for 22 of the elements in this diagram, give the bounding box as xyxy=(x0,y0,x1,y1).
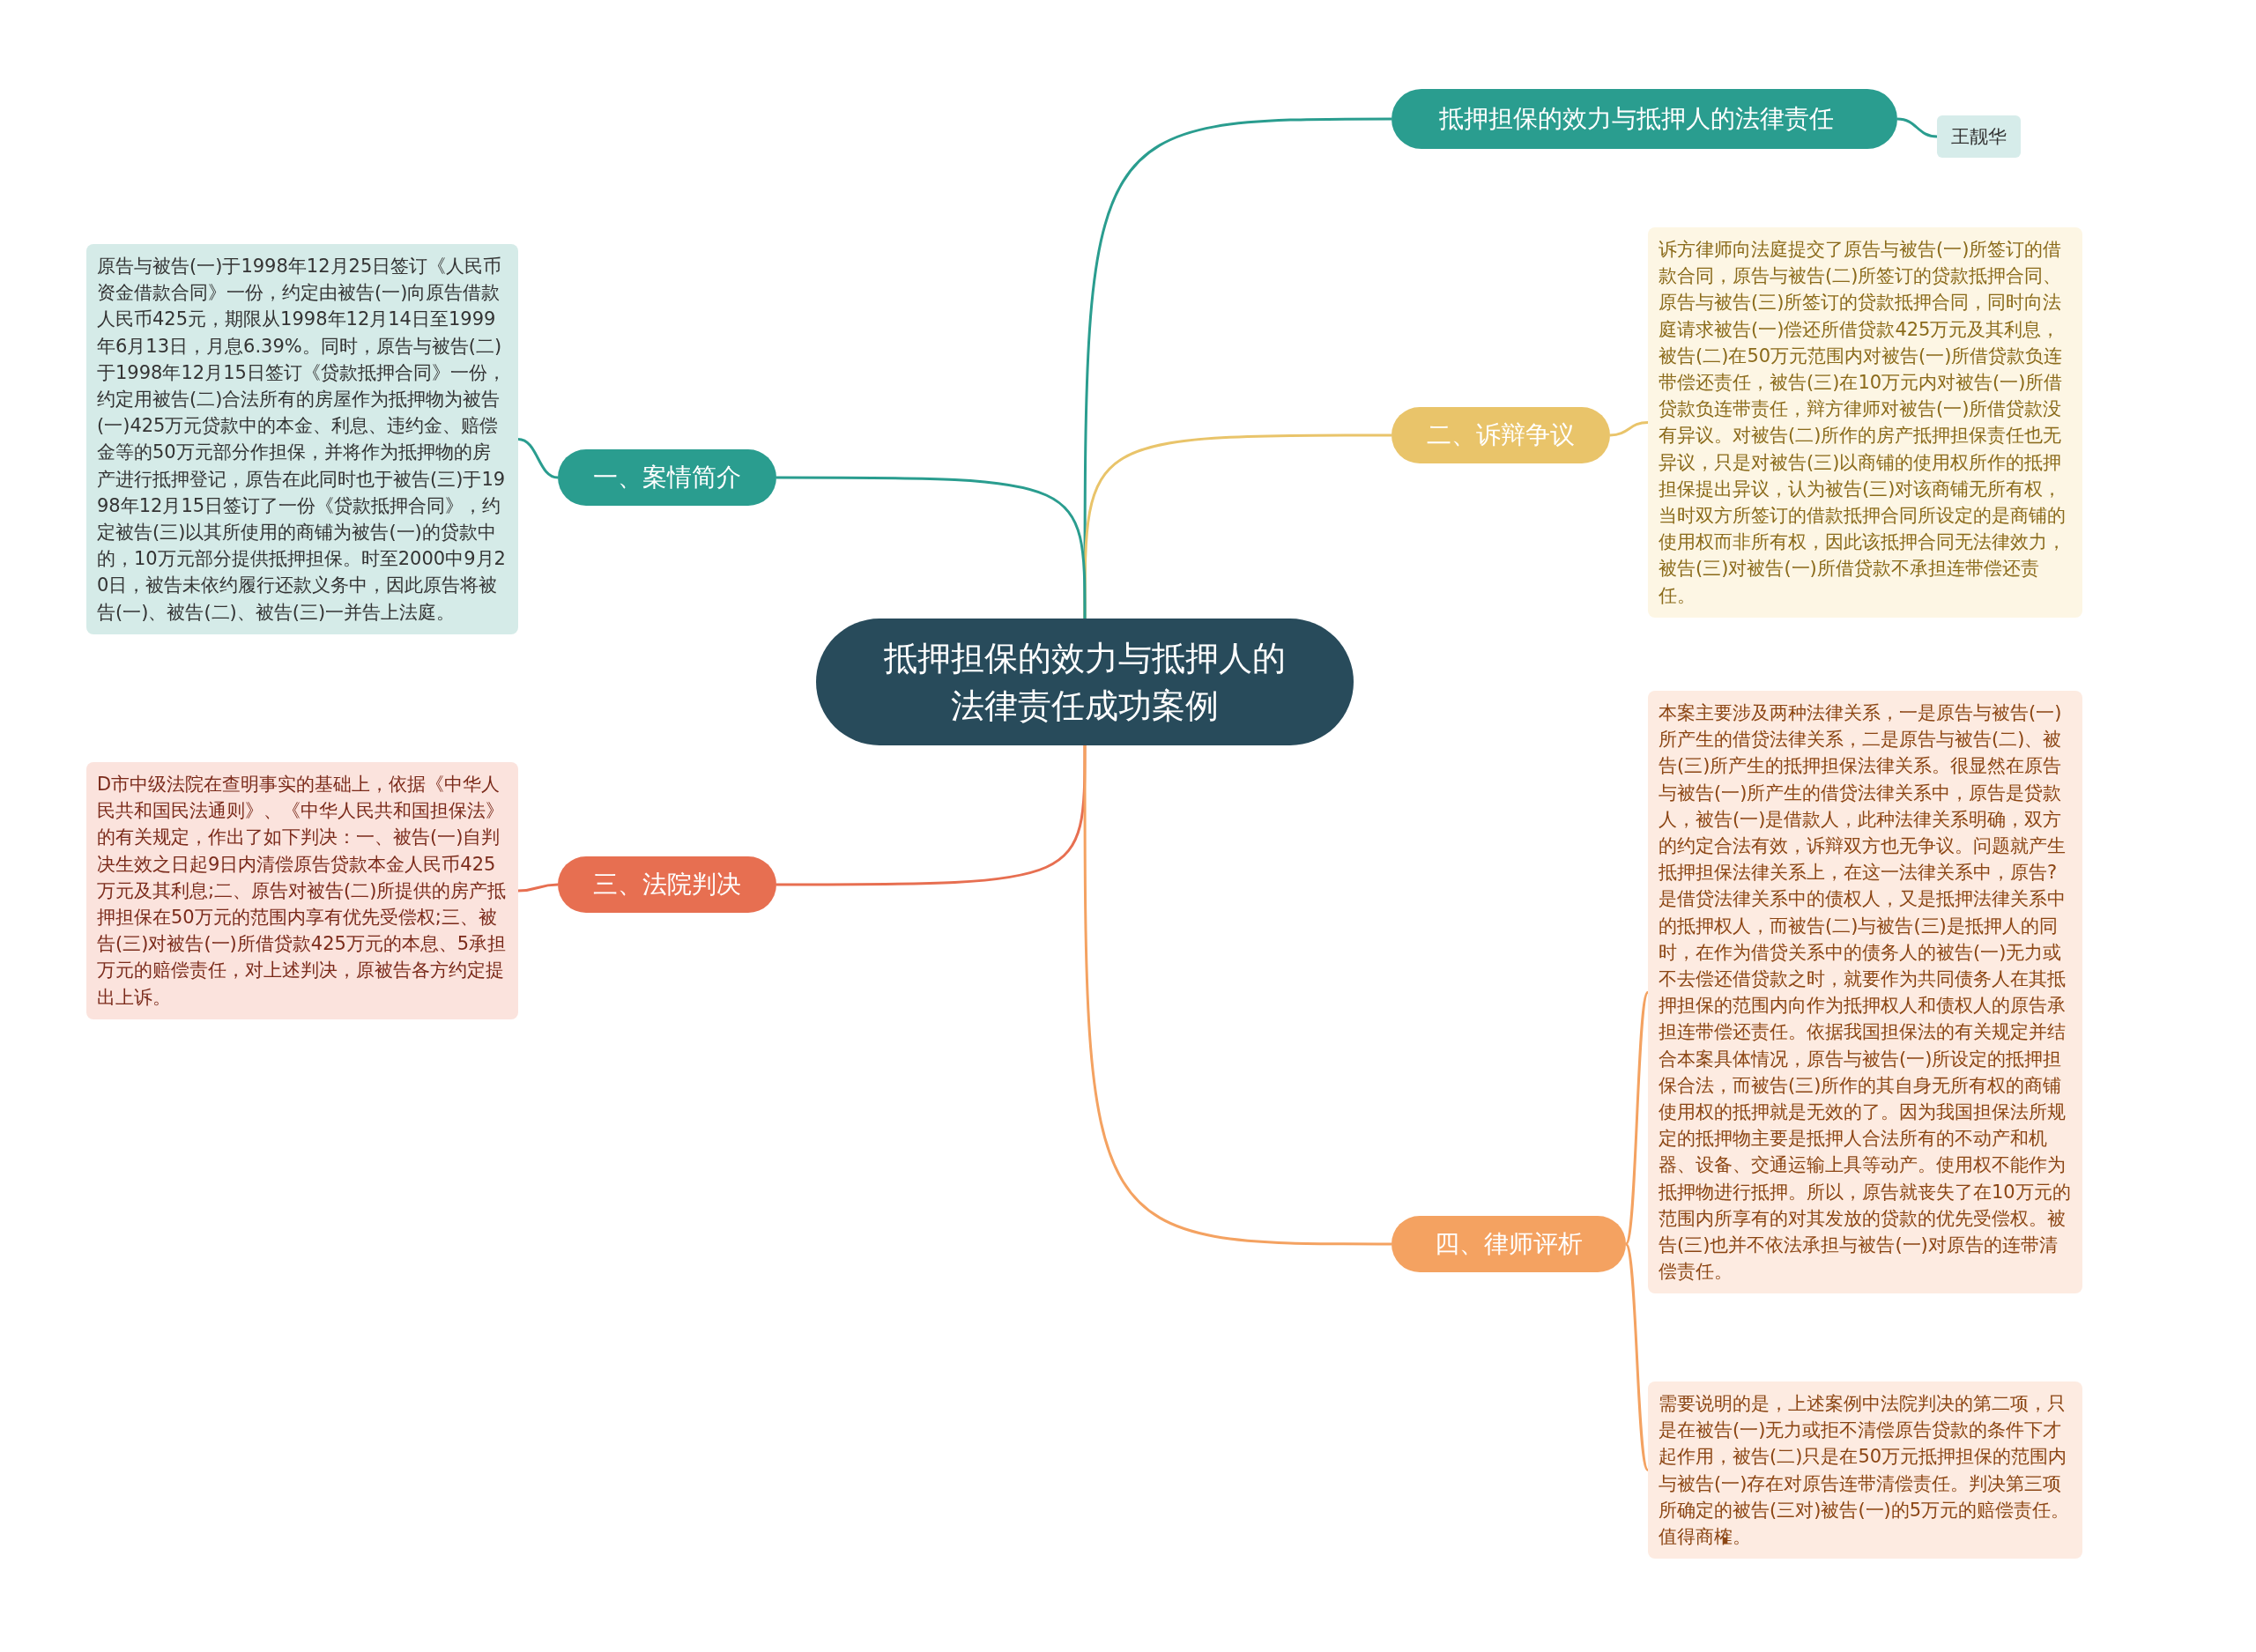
connector-line xyxy=(776,745,1087,886)
connector-line xyxy=(1624,1243,1650,1471)
connector-line xyxy=(1896,117,1938,138)
branch-pill: 一、案情简介 xyxy=(558,449,776,506)
connector-line xyxy=(776,476,1087,619)
note-card: 本案主要涉及两种法律关系，一是原告与被告(一)所产生的借贷法律关系，二是原告与被告(二)、被告(三)所产生的抵押担保法律关系。很显然在原告与被告(一)所产生的借贷法律关系中，原告是贷款人，被告(一)是借款人，此种法律关系明确，双方的约定合法有效，诉辩双方也无争议。问题就产生抵押担保法律关系上，在这一法律关系中，原告?是借贷法律关系中的债权人，又是抵押法律关系中的抵押权人，而被告(二)与被告(三)是抵押人的同时，在作为借贷关系中的债务人的被告(一)无力或不去偿还借贷款之时，就要作为共同债务人在其抵押担保的范围内向作为抵押权人和债权人的原告承担连带偿还责任。依据我国担保法的有关规定并结合本案具体情况，原告与被告(一)所设定的抵押担保合法，而被告(三)所作的其自身无所有权的商铺使用权的抵押就是无效的了。因为我国担保法所规定的抵押物主要是抵押人合法所有的不动产和机器、设备、交通运输上具等动产。使用权不能作为抵押物进行抵押。所以，原告就丧失了在10万元的范围内所享有的对其发放的贷款的优先受偿权。被告(三)也并不依法承担与被告(一)对原告的连带清偿责任。 xyxy=(1648,691,2082,1294)
author-tag: 王靓华 xyxy=(1937,115,2021,158)
connector-line xyxy=(517,437,559,479)
branch-pill: 三、法院判决 xyxy=(558,856,776,913)
note-card: 原告与被告(一)于1998年12月25日签订《人民币资金借款合同》一份，约定由被告(一)向原告借款人民币425元，期限从1998年12月14日至1999年6月13日，月息6.39%。同时，原告与被告(二)于1998年12月15日签订《贷款抵押合同》一份，约定用被告(二)合法所有的房屋作为抵押物为被告(一)425万元贷款中的本金、利息、违约金、赔偿金等的50万元部分作担保，并将作为抵押物的房产进行抵押登记，原告在此同时也于被告(三)于1998年12月15日签订了一份《贷款抵押合同》，约定被告(三)以其所使用的商铺为被告(一)的贷款中的，10万元部分提供抵押担保。时至2000中9月20日，被告未依约履行还款义务中，因此原告将被告(一)、被告(二)、被告(三)一并告上法庭。 xyxy=(86,244,518,634)
connector-line xyxy=(517,883,559,893)
topic-pill: 抵押担保的效力与抵押人的法律责任 xyxy=(1391,89,1897,149)
note-card: D市中级法院在查明事实的基础上，依据《中华人民共和国民法通则》、《中华人民共和国担保法》的有关规定，作出了如下判决：一、被告(一)自判决生效之日起9日内清偿原告贷款本金人民币425万元及其利息;二、原告对被告(二)所提供的房产抵押担保在50万元的范围内享有优先受偿权;三、被告(三)对被告(一)所借贷款425万元的本息、5承担万元的赔偿责任，对上述判决，原被告各方约定提出上诉。 xyxy=(86,762,518,1019)
central-topic: 抵押担保的效力与抵押人的法律责任成功案例 xyxy=(816,619,1354,745)
connector-line xyxy=(1624,991,1650,1245)
branch-pill: 二、诉辩争议 xyxy=(1391,407,1610,463)
connector-line xyxy=(1083,433,1391,619)
connector-line xyxy=(1083,745,1391,1246)
note-card: 诉方律师向法庭提交了原告与被告(一)所签订的借款合同，原告与被告(二)所签订的贷款抵押合同、原告与被告(三)所签订的贷款抵押合同，同时向法庭请求被告(一)偿还所借贷款425万元及其利息，被告(二)在50万元范围内对被告(一)所借贷款负连带偿还责任，被告(三)在10万元内对被告(一)所借贷款负连带责任，辩方律师对被告(一)所借贷款没有异议。对被告(二)所作的房产抵押担保责任也无异议，只是对被告(三)以商铺的使用权所作的抵押担保提出异议，认为被告(三)对该商铺无所有权，当时双方所签订的借款抵押合同所设定的是商铺的使用权而非所有权，因此该抵押合同无法律效力，被告(三)对被告(一)所借贷款不承担连带偿还责任。 xyxy=(1648,227,2082,618)
connector-line xyxy=(1609,420,1649,437)
note-card: 需要说明的是，上述案例中法院判决的第二项，只是在被告(一)无力或拒不清偿原告贷款的条件下才起作用，被告(二)只是在50万元抵押担保的范围内与被告(一)存在对原告连带清偿责任。判决第三项所确定的被告(三对)被告(一)的5万元的赔偿责任。值得商榷。 xyxy=(1648,1382,2082,1559)
branch-pill: 四、律师评析 xyxy=(1391,1216,1626,1272)
